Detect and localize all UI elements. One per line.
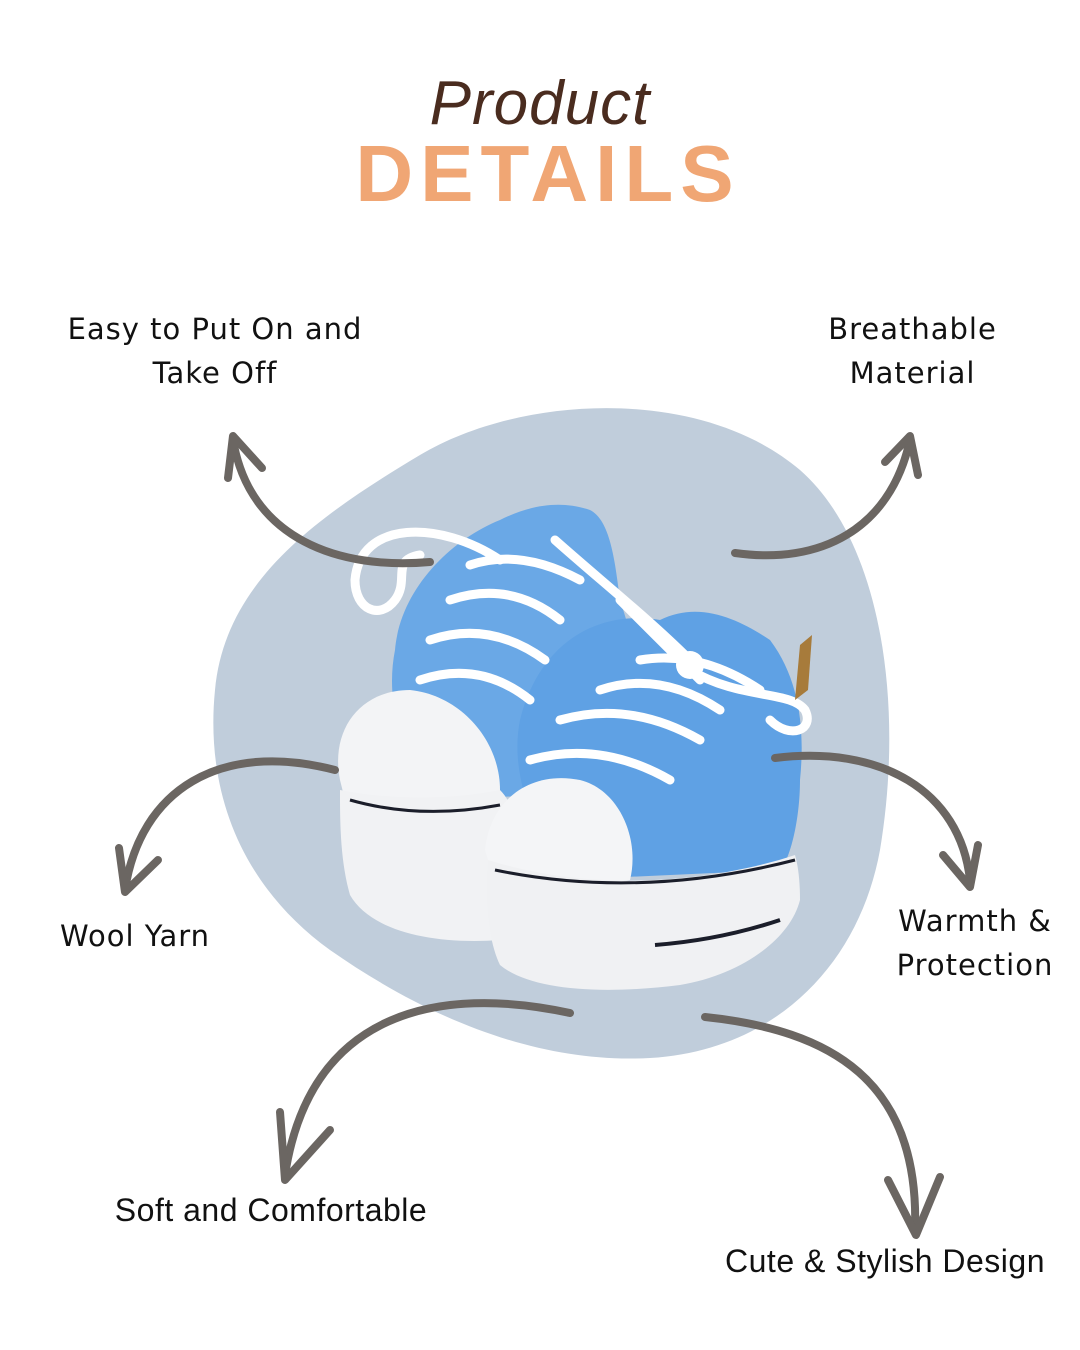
feature-label-warmth: Warmth & Protection: [880, 899, 1070, 987]
feature-label-line1: Warmth &: [898, 904, 1052, 938]
feature-label-soft: Soft and Comfortable: [88, 1188, 454, 1232]
arrow-warmth-icon: [771, 751, 982, 891]
feature-label-cute: Cute & Stylish Design: [705, 1239, 1065, 1283]
feature-label-wool-yarn: Wool Yarn: [40, 914, 230, 958]
feature-label-line1: Breathable: [828, 312, 997, 346]
feature-label-line2: Take Off: [152, 356, 278, 390]
arrow-soft-icon: [276, 999, 574, 1184]
title-details: DETAILS: [355, 129, 741, 218]
title-product: Product: [429, 69, 651, 138]
feature-label-easy-on-off: Easy to Put On and Take Off: [40, 307, 390, 395]
arrow-wool-yarn-icon: [115, 757, 339, 896]
arrow-easy-on-off-icon: [224, 432, 434, 568]
feature-label-line2: Protection: [896, 948, 1054, 982]
arrow-breathable-icon: [731, 432, 922, 560]
arrow-cute-icon: [701, 1013, 944, 1239]
baby-sneakers-image: [338, 504, 812, 990]
feature-label-line2: Material: [849, 356, 976, 390]
feature-label-line1: Cute & Stylish Design: [725, 1243, 1045, 1279]
feature-label-line1: Wool Yarn: [59, 919, 211, 953]
feature-label-line1: Easy to Put On and: [67, 312, 363, 346]
feature-label-breathable: Breathable Material: [800, 307, 1025, 395]
feature-label-line1: Soft and Comfortable: [114, 1192, 428, 1228]
